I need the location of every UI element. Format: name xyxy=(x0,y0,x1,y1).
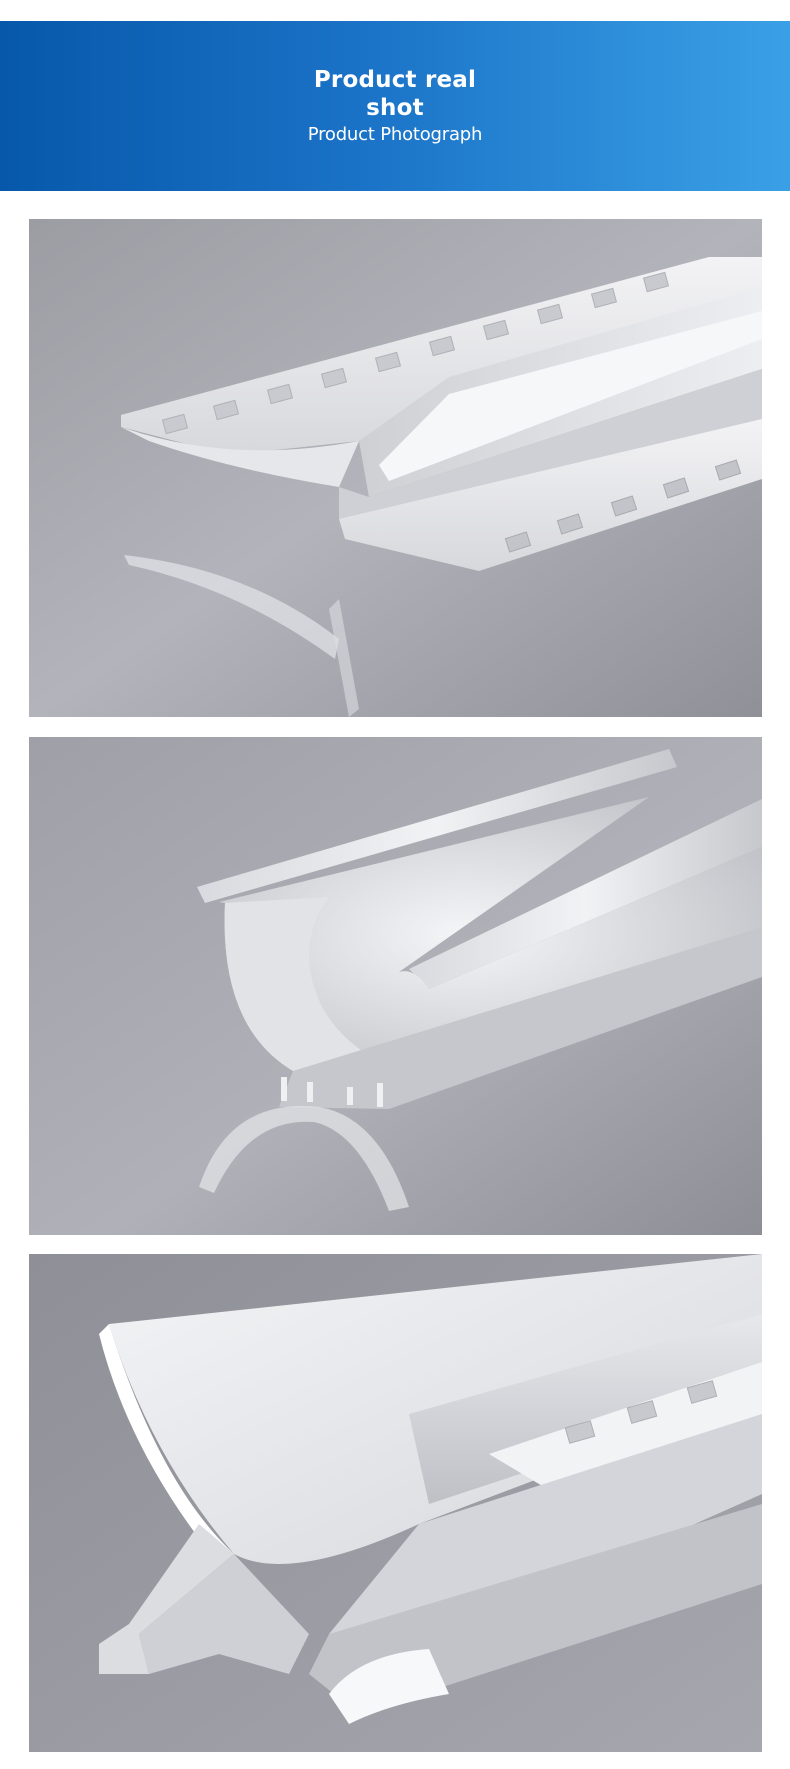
banner-title: Product real shot xyxy=(0,66,790,122)
product-photo-1-image xyxy=(29,219,762,717)
banner-title-line1: Product real xyxy=(313,67,477,93)
banner-subtitle: Product Photograph xyxy=(307,124,483,145)
product-photo-3 xyxy=(29,1254,762,1752)
product-photo-2-image xyxy=(29,737,762,1235)
banner-title-line2: shot xyxy=(366,95,424,121)
header-banner: Product real shot Product Photograph xyxy=(0,21,790,191)
product-photo-3-image xyxy=(29,1254,762,1752)
product-photo-1 xyxy=(29,219,762,717)
product-photo-2 xyxy=(29,737,762,1235)
